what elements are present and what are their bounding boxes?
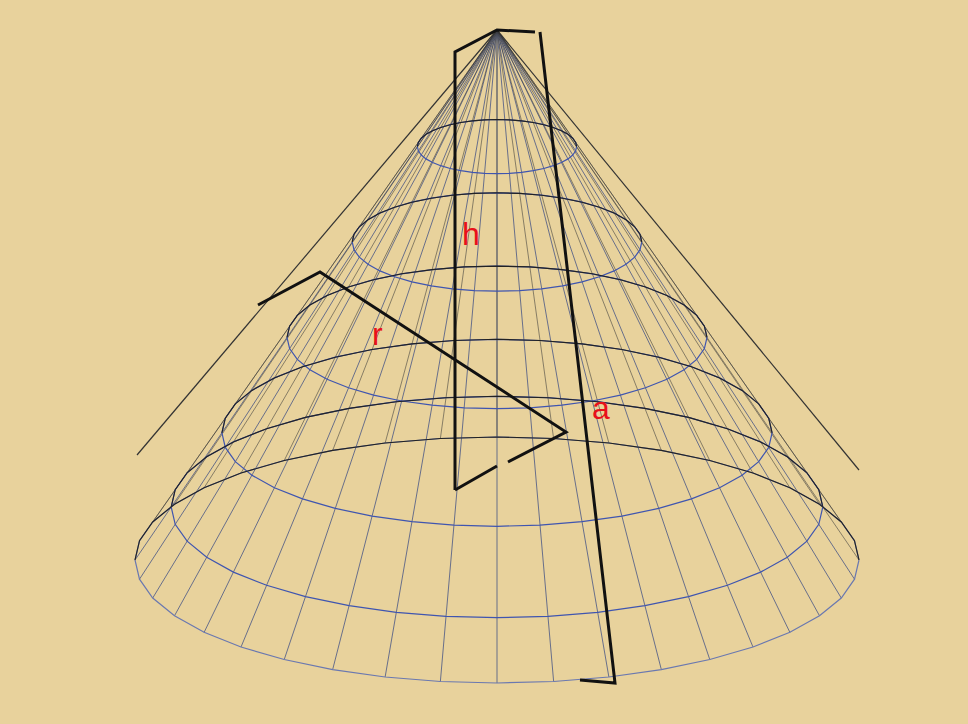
generator-line [139, 30, 497, 579]
silhouette-line [497, 30, 859, 470]
generator-line [497, 30, 790, 488]
ring-line [171, 396, 823, 617]
ring-back-line [287, 266, 707, 337]
generator-line [497, 30, 661, 450]
radius-label: r [372, 318, 383, 350]
generator-line [241, 30, 497, 473]
ring-line [352, 193, 642, 291]
radius-line [455, 466, 497, 490]
generator-line [497, 30, 790, 632]
generator-line [497, 30, 498, 437]
generator-line [497, 30, 859, 560]
generator-line [497, 30, 710, 460]
generator-line [174, 30, 497, 616]
generator-line [497, 30, 609, 443]
generator-line [497, 30, 498, 683]
slant-label: a [592, 392, 610, 424]
generator-line [497, 30, 855, 541]
slant-line [540, 32, 615, 683]
ring-back-line [135, 437, 859, 560]
generator-line [497, 30, 820, 504]
silhouette-line [137, 30, 497, 455]
ring-line [222, 339, 772, 526]
generator-line [385, 30, 497, 443]
generator-line [153, 30, 497, 598]
generator-line [174, 30, 497, 504]
generator-line [497, 30, 820, 616]
height-line [455, 30, 535, 490]
generator-line [497, 30, 554, 439]
generator-line [139, 30, 497, 541]
generator-line [284, 30, 497, 460]
ring-back-line [171, 396, 823, 507]
height-label: h [462, 218, 480, 250]
generator-line [204, 30, 497, 488]
generator-line [333, 30, 497, 450]
ring-line [135, 437, 859, 683]
generator-line [497, 30, 753, 473]
generator-line [497, 30, 710, 660]
dimension-lines [258, 30, 615, 683]
radius-line [258, 272, 566, 462]
generator-line [204, 30, 497, 632]
generator-line [333, 30, 497, 670]
generator-line [284, 30, 497, 660]
generator-line [135, 30, 497, 560]
cone-wireframe [135, 30, 859, 683]
generator-line [440, 30, 497, 439]
generator-line [497, 30, 661, 670]
ring-back-line [352, 193, 642, 242]
